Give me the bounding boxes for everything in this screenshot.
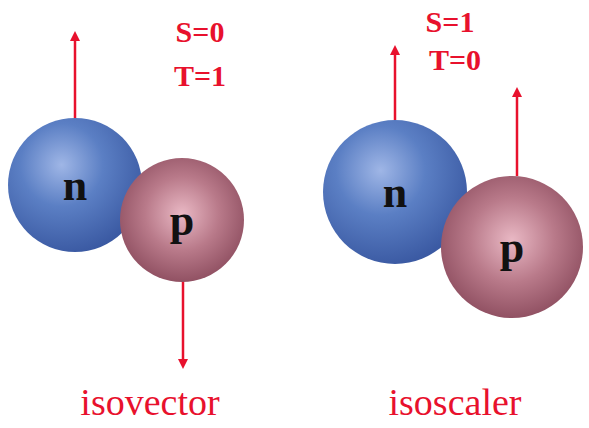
particle-symbol: n — [63, 160, 87, 211]
particle-symbol: p — [500, 222, 524, 273]
spin-up-arrow — [516, 92, 519, 176]
particle-symbol: p — [170, 195, 194, 246]
isospin-label: T=1 — [174, 59, 226, 93]
proton-circle: p — [120, 158, 244, 282]
channel-name: isoscaler — [389, 380, 522, 424]
spin-down-arrow — [182, 280, 185, 364]
isospin-label: T=0 — [429, 43, 481, 77]
particle-symbol: n — [383, 167, 407, 218]
spin-up-arrow — [394, 50, 397, 120]
spin-label: S=0 — [176, 15, 225, 49]
proton-circle: p — [441, 176, 583, 318]
channel-name: isovector — [80, 380, 219, 424]
spin-up-arrow — [74, 36, 77, 120]
spin-label: S=1 — [426, 5, 475, 39]
